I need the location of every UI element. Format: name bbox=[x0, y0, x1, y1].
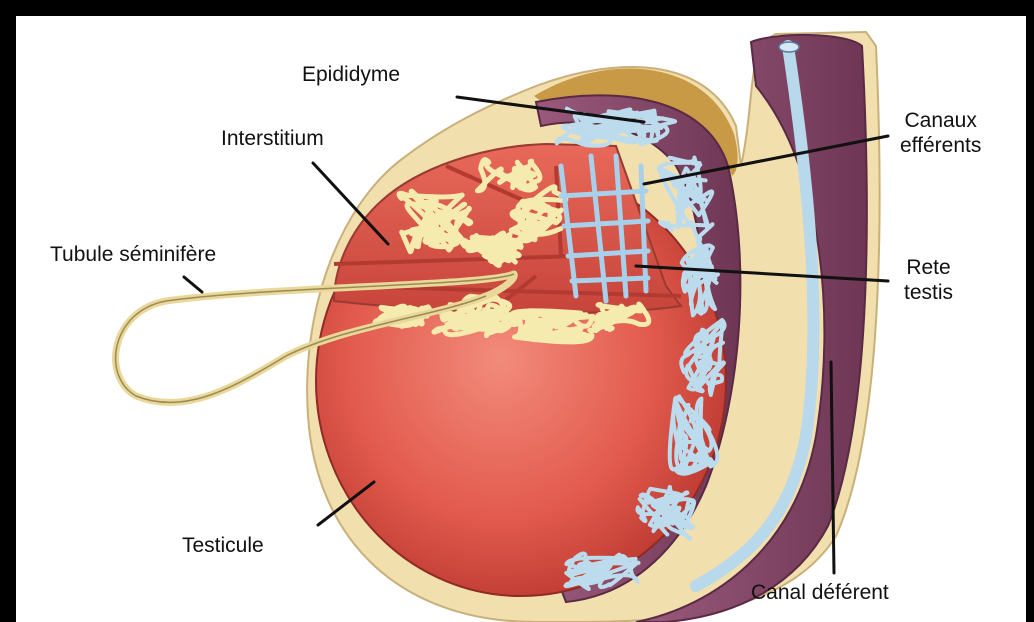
label-canaux-line2: efférents bbox=[900, 133, 981, 158]
label-canaux-line1: Canaux bbox=[900, 108, 981, 133]
label-rete-testis: Rete testis bbox=[904, 255, 953, 305]
label-interstitium: Interstitium bbox=[221, 126, 324, 151]
testis-illustration bbox=[16, 16, 1026, 622]
label-rete-line1: Rete bbox=[904, 255, 953, 280]
label-rete-line2: testis bbox=[904, 280, 953, 305]
label-epididyme: Epididyme bbox=[302, 62, 400, 87]
lobule-coil bbox=[510, 311, 593, 342]
label-canaux-efferents: Canaux efférents bbox=[900, 108, 981, 158]
label-testicule: Testicule bbox=[182, 533, 264, 558]
diagram-panel: Epididyme Interstitium Canaux efférents … bbox=[16, 16, 1026, 622]
label-tubule-seminifere: Tubule séminifère bbox=[50, 242, 216, 267]
label-canal-deferent: Canal déférent bbox=[751, 580, 889, 605]
